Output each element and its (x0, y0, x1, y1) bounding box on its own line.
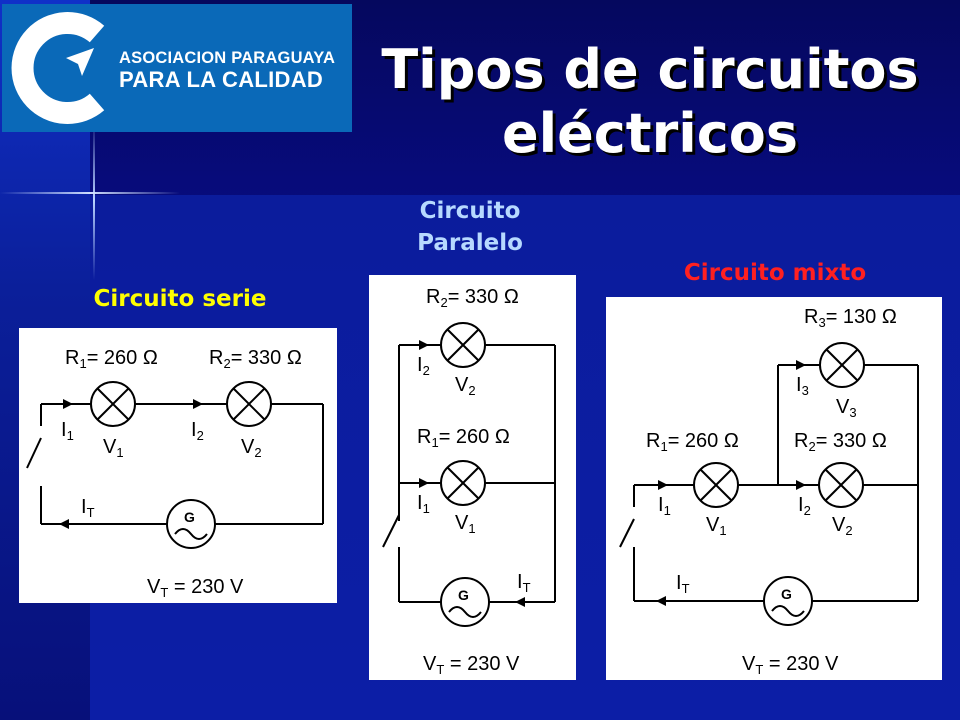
mixto-r2-label: R2= 330 Ω (794, 430, 887, 454)
mixto-v1-label: V1 (706, 514, 727, 538)
serie-generator-label: G (184, 509, 195, 525)
paralelo-i1-label: I1 (417, 492, 430, 516)
mixto-vt-label: VT = 230 V (742, 653, 839, 677)
mixto-v2-label: V2 (832, 514, 853, 538)
serie-vt-label: VT = 230 V (147, 576, 244, 600)
label-circuito-paralelo: Circuito Paralelo (380, 195, 560, 259)
mixto-i2-label: I2 (798, 494, 811, 518)
paralelo-r2-label: R2= 330 Ω (426, 286, 519, 310)
logo: ASOCIACION PARAGUAYA PARA LA CALIDAD (2, 4, 352, 132)
label-paralelo-line1: Circuito (419, 198, 521, 224)
sparkle-vertical (93, 120, 95, 280)
mixto-it-label: IT (676, 572, 690, 596)
mixto-i1-label: I1 (658, 494, 671, 518)
paralelo-generator-label: G (458, 587, 469, 603)
serie-it-label: IT (81, 496, 95, 520)
mixto-generator-label: G (781, 586, 792, 602)
paralelo-r1-label: R1= 260 Ω (417, 426, 510, 450)
serie-v1-label: V1 (103, 436, 124, 460)
mixto-i3-label: I3 (796, 374, 809, 398)
mixto-r3-label: R3= 130 Ω (804, 306, 897, 330)
panel-circuito-paralelo: R2= 330 Ω I2 V2 R1= 260 Ω I1 V1 IT G VT … (369, 275, 576, 680)
logo-c-icon (11, 12, 105, 124)
label-circuito-serie: Circuito serie (93, 286, 267, 312)
diagram-paralelo: R2= 330 Ω I2 V2 R1= 260 Ω I1 V1 IT G VT … (382, 286, 556, 677)
serie-i1-label: I1 (61, 419, 74, 443)
serie-r2-label: R2= 330 Ω (209, 347, 302, 371)
panel-circuito-mixto: R3= 130 Ω I3 V3 R1= 260 Ω R2= 330 Ω I1 I… (606, 297, 942, 680)
paralelo-vt-label: VT = 230 V (423, 653, 520, 677)
paralelo-i2-label: I2 (417, 354, 430, 378)
title-line2: eléctricos (502, 102, 798, 165)
diagram-serie: R1= 260 Ω R2= 330 Ω I1 I2 V1 V2 IT G VT … (26, 347, 324, 600)
serie-i2-label: I2 (191, 419, 204, 443)
serie-r1-label: R1= 260 Ω (65, 347, 158, 371)
paralelo-it-label: IT (517, 571, 531, 595)
mixto-r1-label: R1= 260 Ω (646, 430, 739, 454)
logo-line1: ASOCIACION PARAGUAYA (119, 49, 336, 67)
page-title: Tipos de circuitos eléctricos (360, 38, 940, 166)
sparkle-horizontal (0, 192, 180, 194)
title-line1: Tipos de circuitos (381, 38, 919, 101)
paralelo-v2-label: V2 (455, 374, 476, 398)
panel-circuito-serie: R1= 260 Ω R2= 330 Ω I1 I2 V1 V2 IT G VT … (19, 328, 337, 603)
paralelo-v1-label: V1 (455, 512, 476, 536)
mixto-v3-label: V3 (836, 396, 857, 420)
serie-v2-label: V2 (241, 436, 262, 460)
diagram-mixto: R3= 130 Ω I3 V3 R1= 260 Ω R2= 330 Ω I1 I… (619, 306, 919, 677)
logo-line2: PARA LA CALIDAD (119, 67, 324, 92)
label-circuito-mixto: Circuito mixto (683, 260, 867, 286)
label-paralelo-line2: Paralelo (417, 230, 523, 256)
